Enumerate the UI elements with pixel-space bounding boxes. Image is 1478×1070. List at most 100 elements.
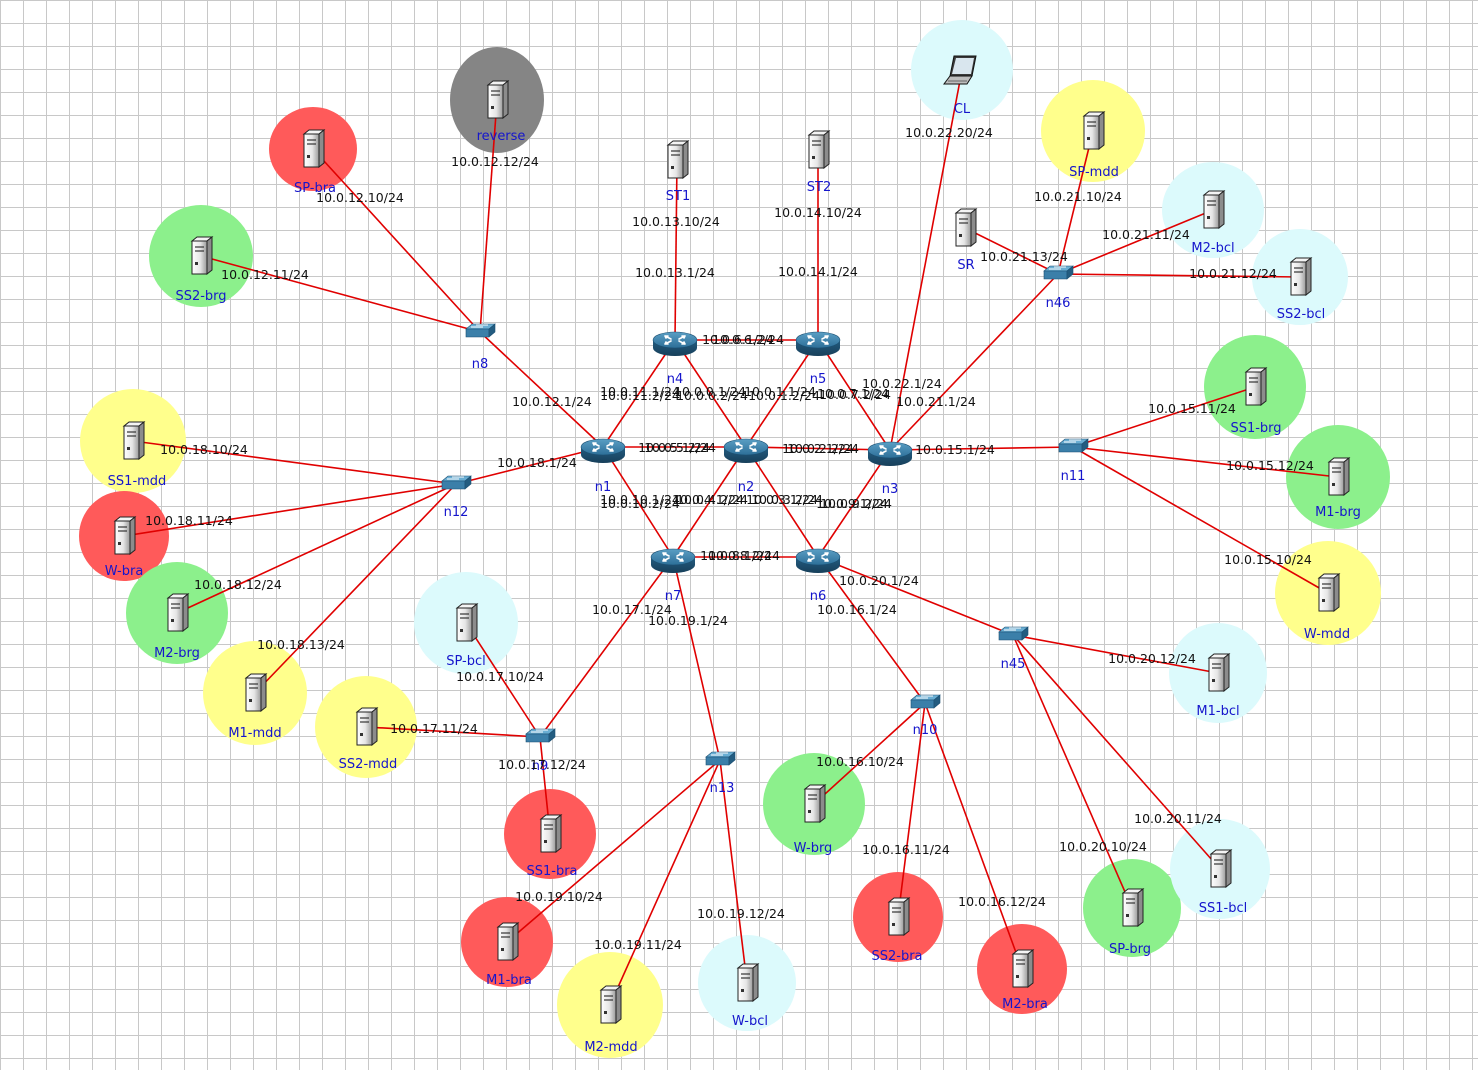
switch-icon-n8[interactable] <box>465 323 496 338</box>
link-n12-n1[interactable] <box>455 446 604 485</box>
server-icon-sp-brg[interactable] <box>1121 887 1145 928</box>
server-icon-st2[interactable] <box>807 129 831 170</box>
interface-ip-label: 10.0.20.11/24 <box>1134 811 1222 826</box>
link-n10-n6[interactable] <box>817 556 926 704</box>
server-icon-sp-bra[interactable] <box>302 128 326 169</box>
link-n13-w-bcl[interactable] <box>719 759 748 984</box>
interface-ip-label: 10.0.4.1/24 <box>672 492 744 507</box>
switch-icon-n45[interactable] <box>998 626 1029 641</box>
link-n9-sp-bcl[interactable] <box>465 622 541 738</box>
link-n11-w-mdd[interactable] <box>1072 446 1329 594</box>
link-n11-n3[interactable] <box>889 446 1074 451</box>
server-icon-ss1-bra[interactable] <box>539 813 563 854</box>
server-icon-ss1-brg[interactable] <box>1244 366 1268 407</box>
router-icon-n3[interactable] <box>867 441 913 466</box>
switch-icon-n12[interactable] <box>441 475 472 490</box>
router-icon-n2[interactable] <box>723 438 769 463</box>
link-n2-n5[interactable] <box>745 339 819 448</box>
server-icon-reverse[interactable] <box>486 79 510 120</box>
link-n10-m2-bra[interactable] <box>924 702 1023 970</box>
router-icon-n5[interactable] <box>795 331 841 356</box>
link-n3-n5[interactable] <box>817 339 891 451</box>
link-n46-sp-mdd[interactable] <box>1057 130 1094 275</box>
server-icon-m1-bcl[interactable] <box>1207 652 1231 693</box>
link-n46-ss2-bcl[interactable] <box>1057 273 1301 278</box>
server-icon-m2-bcl[interactable] <box>1202 189 1226 230</box>
server-icon-ss2-bra[interactable] <box>887 896 911 937</box>
link-n45-ss1-bcl[interactable] <box>1012 634 1221 870</box>
link-n11-m1-brg[interactable] <box>1072 446 1339 478</box>
link-n45-m1-bcl[interactable] <box>1012 634 1219 674</box>
server-icon-w-bra[interactable] <box>113 515 137 556</box>
link-n8-reverse[interactable] <box>479 99 498 333</box>
switch-icon-n11[interactable] <box>1058 438 1089 453</box>
server-icon-sr[interactable] <box>954 207 978 248</box>
link-n4-st1[interactable] <box>674 159 678 341</box>
link-n8-ss2-brg[interactable] <box>200 255 481 333</box>
server-icon-w-mdd[interactable] <box>1317 572 1341 613</box>
link-n2-n7[interactable] <box>672 446 747 558</box>
link-n10-w-brg[interactable] <box>813 702 926 805</box>
interface-ip-label: 10.0.7.1/24 <box>817 386 889 401</box>
laptop-icon-cl[interactable] <box>943 55 977 85</box>
link-n2-n3[interactable] <box>745 446 891 451</box>
interface-ip-label: 10.0.14.1/24 <box>778 264 858 279</box>
link-n13-n7[interactable] <box>672 556 721 761</box>
server-icon-ss2-mdd[interactable] <box>355 706 379 747</box>
link-n46-m2-bcl[interactable] <box>1057 209 1214 275</box>
link-n8-sp-bra[interactable] <box>312 148 481 333</box>
server-icon-ss2-bcl[interactable] <box>1289 256 1313 297</box>
link-n46-n3[interactable] <box>889 273 1059 451</box>
interface-ip-label: 10.0.21.1/24 <box>896 394 976 409</box>
server-icon-ss1-mdd[interactable] <box>122 420 146 461</box>
server-icon-ss2-brg[interactable] <box>190 235 214 276</box>
link-n3-cl[interactable] <box>889 69 963 451</box>
link-n9-ss2-mdd[interactable] <box>365 726 541 738</box>
server-icon-w-bcl[interactable] <box>736 962 760 1003</box>
server-icon-ss1-bcl[interactable] <box>1209 848 1233 889</box>
router-icon-n1[interactable] <box>580 438 626 463</box>
link-n2-n6[interactable] <box>745 446 819 558</box>
link-n13-m1-bra[interactable] <box>506 759 721 943</box>
router-icon-n4[interactable] <box>652 331 698 356</box>
router-icon-n7[interactable] <box>650 548 696 573</box>
link-n1-n4[interactable] <box>602 339 676 448</box>
link-n8-n1[interactable] <box>479 331 604 448</box>
server-icon-m1-bra[interactable] <box>496 921 520 962</box>
link-n45-n6[interactable] <box>817 556 1014 636</box>
router-icon-n6[interactable] <box>795 548 841 573</box>
node-label-m2-brg: M2-brg <box>154 646 200 661</box>
link-n12-ss1-mdd[interactable] <box>132 440 457 485</box>
link-n13-m2-mdd[interactable] <box>609 759 721 1006</box>
switch-icon-n9[interactable] <box>525 728 556 743</box>
switch-icon-n46[interactable] <box>1043 265 1074 280</box>
link-n1-n7[interactable] <box>602 446 674 558</box>
link-n12-w-bra[interactable] <box>123 483 457 537</box>
server-icon-st1[interactable] <box>666 139 690 180</box>
interface-ip-label: 10.0.10.2/24 <box>600 496 680 511</box>
link-n10-ss2-bra[interactable] <box>897 702 926 918</box>
link-n12-m1-mdd[interactable] <box>254 483 457 694</box>
link-n12-m2-brg[interactable] <box>176 483 457 614</box>
node-label-st1: ST1 <box>666 189 690 204</box>
server-icon-sp-mdd[interactable] <box>1082 110 1106 151</box>
server-icon-m1-brg[interactable] <box>1327 456 1351 497</box>
switch-icon-n10[interactable] <box>910 694 941 709</box>
link-n11-ss1-brg[interactable] <box>1072 386 1256 448</box>
link-n3-n6[interactable] <box>817 449 891 558</box>
server-icon-m2-bra[interactable] <box>1011 948 1035 989</box>
switch-icon-n13[interactable] <box>705 751 736 766</box>
server-icon-m1-mdd[interactable] <box>244 672 268 713</box>
link-n46-sr[interactable] <box>964 227 1059 275</box>
link-n2-n4[interactable] <box>674 339 747 448</box>
interface-ip-label: 10.0.13.1/24 <box>635 265 715 280</box>
interface-ip-label: 10.0.20.10/24 <box>1059 839 1147 854</box>
server-icon-sp-bcl[interactable] <box>455 602 479 643</box>
server-icon-w-brg[interactable] <box>803 783 827 824</box>
link-n45-sp-brg[interactable] <box>1012 634 1133 909</box>
server-icon-m2-mdd[interactable] <box>599 984 623 1025</box>
interface-ip-label: 10.0.18.11/24 <box>145 513 233 528</box>
link-n9-n7[interactable] <box>539 556 674 738</box>
interface-ip-label: 10.0.20.12/24 <box>1108 651 1196 666</box>
server-icon-m2-brg[interactable] <box>166 592 190 633</box>
